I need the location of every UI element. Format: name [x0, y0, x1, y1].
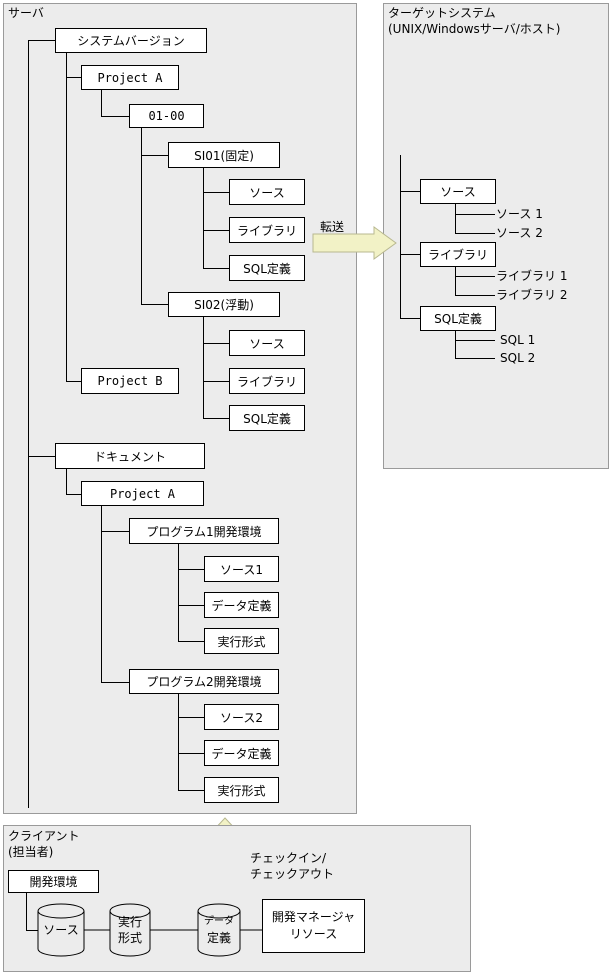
server-label: サーバ — [8, 6, 44, 20]
client-label-line1: クライアント — [8, 829, 80, 843]
tree-line — [66, 53, 67, 381]
program2-env-node[interactable]: プログラム2開発環境 — [129, 669, 279, 694]
p1-data-def-node[interactable]: データ定義 — [204, 592, 279, 618]
tree-line — [178, 753, 204, 754]
tree-line — [455, 276, 495, 277]
si01-source-node[interactable]: ソース — [229, 179, 305, 205]
tree-line — [178, 641, 204, 642]
dev-manager-resource-node[interactable]: 開発マネージャ リソース — [262, 899, 365, 953]
si01-node[interactable]: SI01(固定) — [168, 142, 280, 168]
si01-library-node[interactable]: ライブラリ — [229, 217, 305, 243]
tree-line — [455, 331, 456, 358]
tree-line — [203, 168, 204, 268]
client-label-line2: (担当者) — [8, 845, 54, 859]
tree-line — [455, 295, 495, 296]
si02-node[interactable]: SI02(浮動) — [168, 292, 280, 317]
transfer-label: 転送 — [320, 220, 345, 234]
p2-source2-node[interactable]: ソース2 — [204, 704, 279, 730]
tree-line — [101, 682, 129, 683]
tree-line — [178, 605, 204, 606]
target-label-line2: (UNIX/Windowsサーバ/ホスト) — [388, 22, 561, 36]
tree-line — [455, 204, 456, 233]
client-data-line1: データ — [204, 916, 234, 927]
program1-env-node[interactable]: プログラム1開発環境 — [129, 518, 279, 544]
tree-line — [141, 128, 142, 304]
target-source-2: ソース 2 — [496, 226, 543, 240]
client-data-line2: 定義 — [206, 931, 231, 945]
client-region — [3, 825, 471, 972]
system-version-node[interactable]: システムバージョン — [55, 28, 207, 53]
checkin-label-line1: チェックイン/ — [250, 851, 327, 865]
p2-executable-node[interactable]: 実行形式 — [204, 777, 279, 803]
tree-line — [26, 893, 27, 930]
client-source-label: ソース — [43, 923, 79, 937]
tree-line — [101, 506, 102, 682]
tree-line — [203, 381, 229, 382]
client-exec-line1: 実行 — [117, 915, 142, 929]
tree-line — [400, 155, 401, 318]
project-a-node[interactable]: Project A — [81, 65, 179, 90]
tree-line — [455, 340, 495, 341]
documents-node[interactable]: ドキュメント — [55, 443, 205, 469]
tree-line — [101, 90, 102, 116]
dev-manager-line1: 開発マネージャ — [271, 910, 356, 924]
tree-line — [400, 191, 420, 192]
tree-line — [28, 40, 55, 41]
tree-line — [455, 214, 495, 215]
target-source-node[interactable]: ソース — [420, 179, 496, 204]
client-exec-line2: 形式 — [117, 931, 142, 945]
tree-line — [28, 456, 55, 457]
tree-line — [26, 930, 38, 931]
version-node[interactable]: 01-00 — [129, 104, 204, 128]
tree-line — [203, 192, 229, 193]
si02-sql-def-node[interactable]: SQL定義 — [229, 405, 305, 431]
tree-line — [400, 318, 420, 319]
tree-line — [400, 254, 420, 255]
tree-line — [178, 790, 204, 791]
tree-line — [203, 418, 229, 419]
tree-line — [66, 469, 67, 494]
tree-line — [66, 381, 81, 382]
tree-line — [178, 717, 204, 718]
tree-line — [203, 230, 229, 231]
target-library-node[interactable]: ライブラリ — [420, 242, 496, 267]
tree-line — [203, 343, 229, 344]
doc-project-a-node[interactable]: Project A — [81, 481, 204, 506]
target-sql-1: SQL 1 — [500, 333, 536, 347]
checkin-label-line2: チェックアウト — [250, 867, 335, 881]
p2-data-def-node[interactable]: データ定義 — [204, 740, 279, 766]
tree-line — [28, 40, 29, 808]
tree-line — [455, 358, 495, 359]
tree-line — [203, 317, 204, 418]
tree-line — [141, 304, 168, 305]
tree-line — [203, 268, 229, 269]
tree-line — [178, 694, 179, 790]
tree-line — [66, 494, 81, 495]
si01-sql-def-node[interactable]: SQL定義 — [229, 255, 305, 281]
tree-line — [101, 116, 129, 117]
target-region — [383, 3, 609, 469]
tree-line — [455, 267, 456, 295]
target-library-2: ライブラリ 2 — [496, 288, 568, 302]
target-label-line1: ターゲットシステム — [388, 6, 496, 20]
project-b-node[interactable]: Project B — [81, 368, 179, 394]
si02-source-node[interactable]: ソース — [229, 330, 305, 356]
tree-line — [178, 544, 179, 642]
client-dev-env-node[interactable]: 開発環境 — [8, 870, 99, 893]
target-sql-def-node[interactable]: SQL定義 — [420, 306, 496, 331]
tree-line — [455, 233, 495, 234]
tree-line — [178, 569, 204, 570]
target-sql-2: SQL 2 — [500, 351, 536, 365]
p1-executable-node[interactable]: 実行形式 — [204, 628, 279, 654]
tree-line — [101, 531, 129, 532]
target-library-1: ライブラリ 1 — [496, 269, 568, 283]
dev-manager-line2: リソース — [289, 927, 338, 941]
si02-library-node[interactable]: ライブラリ — [229, 368, 305, 394]
target-source-1: ソース 1 — [496, 207, 543, 221]
tree-line — [66, 77, 81, 78]
p1-source1-node[interactable]: ソース1 — [204, 556, 279, 582]
tree-line — [141, 155, 168, 156]
